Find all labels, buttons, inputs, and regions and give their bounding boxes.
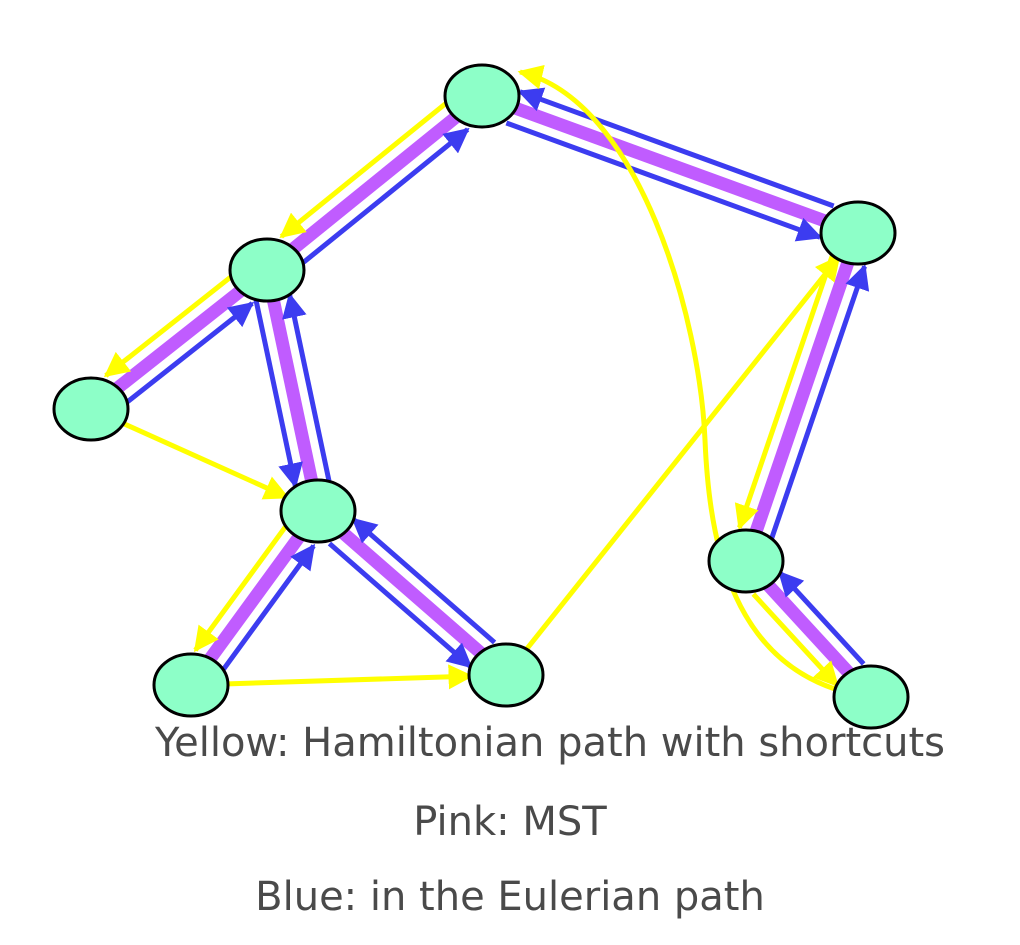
graph-node-n9 [832,664,910,730]
hamiltonian-arc [279,99,450,239]
legend-yellow: Yellow: Hamiltonian path with shortcuts [154,720,946,766]
euler-arc [253,299,303,489]
euler-arc [219,543,316,674]
hamiltonian-arc [103,273,235,378]
graph-node-n6 [152,652,230,718]
euler-arc [505,120,823,242]
graph-node-n3 [819,200,897,266]
mst-edges [107,99,859,683]
mst-edge [506,99,834,230]
legend-blue: Blue: in the Eulerian path [255,874,765,920]
hamiltonian-arc [522,255,841,654]
euler-arcs [123,87,870,674]
euler-arc [351,517,497,645]
euler-arc [123,301,255,406]
mst-edge [747,253,857,541]
graph-node-n1 [443,63,521,129]
euler-arc [517,87,835,209]
hamiltonian-arc [517,64,909,703]
mst-edge [758,575,859,683]
mst-edge [200,527,309,669]
graph-node-n8 [707,528,785,594]
hamiltonian-arc [223,664,474,690]
hamiltonian-arc [118,419,290,500]
euler-arc [777,570,866,666]
euler-arc [768,264,870,542]
hamiltonian-arc [751,592,840,688]
euler-arc [282,292,332,482]
hamiltonian-arc [193,522,290,653]
graph-nodes [52,63,910,730]
mst-edge [333,523,491,663]
graph-node-n2 [228,237,306,303]
legend-pink: Pink: MST [413,799,607,845]
mst-edge [283,107,466,259]
graph-node-n5 [279,478,357,544]
hamiltonian-arc [734,252,836,530]
mst-edge [265,291,320,490]
euler-arc [327,541,473,669]
graph-node-n4 [52,376,130,442]
graph-node-n7 [467,642,545,708]
hamiltonian-arcs [103,64,909,703]
mst-edge [107,281,251,398]
euler-arc [299,127,470,267]
